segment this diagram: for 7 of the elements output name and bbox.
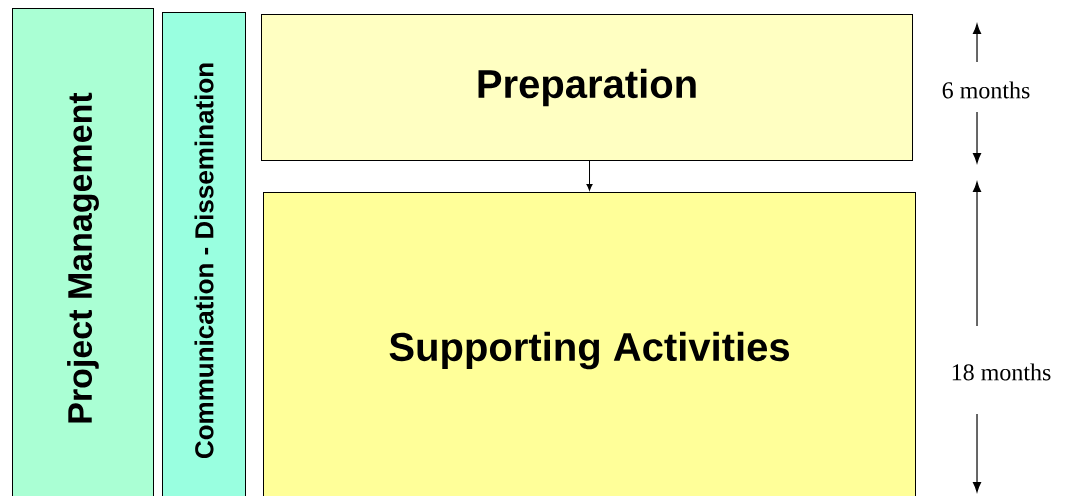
phase-box: Supporting Activities xyxy=(263,192,916,496)
vertical-band: Communication - Dissemination xyxy=(162,12,246,496)
vertical-band: Project Management xyxy=(12,8,154,496)
dimension-label: 6 months xyxy=(942,81,1030,99)
arrow xyxy=(586,160,593,191)
dimension-label: 18 months xyxy=(952,363,1051,381)
phase-box: Preparation xyxy=(261,14,913,161)
